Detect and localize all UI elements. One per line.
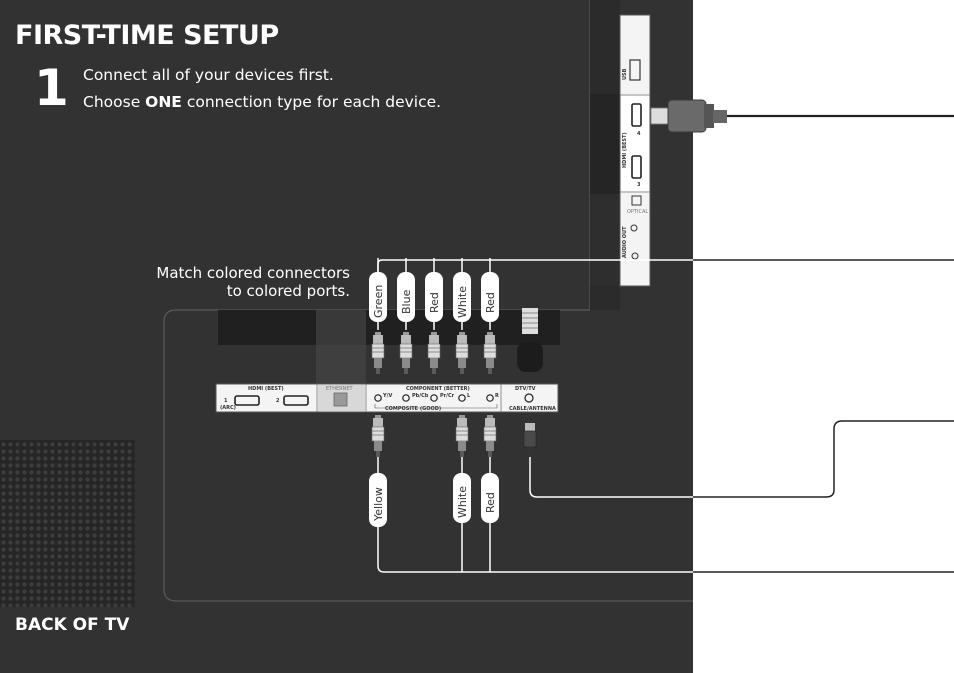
tv-recess [218,310,560,345]
audio-l-jack [458,394,466,402]
cable-label-white-1 [453,272,471,322]
hdmi-port-3 [631,155,642,179]
instruction-line-2-prefix: Choose [83,93,146,111]
cable-label-green [369,272,387,322]
y-v-label: Y/V [382,393,392,399]
audio-r-jack [486,394,494,402]
cable-label-white-2 [453,473,471,523]
cable-text-green: Green [372,285,385,318]
cable-text-white-1: White [456,286,469,318]
speaker-grille [0,440,135,607]
pb-cb-label: Pb/Cb [412,393,429,399]
component-pb-jack [402,394,410,402]
instruction-line-2: Choose ONE connection type for each devi… [83,93,441,111]
component-label: COMPONENT (BETTER) [406,386,470,392]
component-cable-line [377,259,954,275]
hdmi-port-2 [283,395,309,406]
cable-text-red-1: Red [428,292,441,313]
usb-label: USB [622,68,628,80]
coax-housing [517,342,543,372]
optical-port [631,195,642,206]
hdmi-port-4-label: 4 [637,131,641,137]
l-label: L [467,393,471,399]
step-number: 1 [34,59,69,117]
top-cables: Green Blue Red White Red [369,258,954,375]
audio-out-r [631,252,639,260]
cable-antenna-label: CABLE/ANTENNA [509,406,556,412]
page-title: FIRST-TIME SETUP [15,20,279,51]
hdmi-bottom-label: HDMI (BEST) [248,386,284,392]
cable-label-red-3 [481,473,499,523]
hdmi-port-1-label: 1 [224,398,228,404]
ethernet-label: ETHERNET [326,386,354,392]
hdmi-port-2-label: 2 [276,398,280,404]
cable-label-yellow [369,473,387,527]
cable-text-white-2: White [456,486,469,518]
color-match-callout: Match colored connectors to colored port… [110,264,350,300]
coax-cable [523,420,954,498]
cable-antenna-jack [524,393,534,403]
hdmi-plug [650,99,727,133]
dtv-label: DTV/TV [515,386,536,392]
audio-out-l [630,224,638,232]
bottom-cables: Yellow White Red [369,414,954,573]
instruction-line-2-suffix: connection type for each device. [181,93,442,111]
hdmi-side-label: HDMI (BEST) [622,132,628,168]
component-y-jack [374,394,382,402]
optical-label: OPTICAL [627,209,648,215]
ethernet-port [333,392,348,407]
usb-port [629,59,641,81]
r-label: R [495,393,499,399]
cable-text-yellow: Yellow [372,487,385,522]
composite-cable-line [377,450,954,573]
instruction-emphasis: ONE [145,93,182,111]
hdmi-port-3-label: 3 [637,182,641,188]
coax-line-panel [529,420,954,498]
component-pr-jack [430,394,438,402]
hdmi-port-1 [234,395,260,406]
hdmi-port-4 [631,103,642,127]
back-of-tv-label: BACK OF TV [15,615,130,635]
arc-label: (ARC) [220,405,236,411]
cable-label-blue [397,272,415,322]
callout-line-1: Match colored connectors [156,264,350,282]
cable-text-red-2: Red [484,292,497,313]
side-connector-panel: USB 4 3 HDMI (BEST) OPTICAL AUDIO OUT [619,14,651,287]
bottom-connector-panel: HDMI (BEST) 1 (ARC) 2 ETHERNET COMPONENT… [215,383,559,413]
coax-line-white-bg [693,420,954,498]
cable-text-blue: Blue [400,289,413,314]
pr-cr-label: Pr/Cr [440,393,455,399]
composite-label: COMPOSITE (GOOD) [385,406,441,412]
cable-label-red-2 [481,272,499,322]
cable-text-red-3: Red [484,492,497,513]
cable-label-red-1 [425,272,443,322]
instruction-line-1: Connect all of your devices first. [83,66,334,84]
audio-out-label: AUDIO OUT [622,226,628,258]
coax-spring [522,308,538,334]
callout-line-2: to colored ports. [226,282,350,300]
